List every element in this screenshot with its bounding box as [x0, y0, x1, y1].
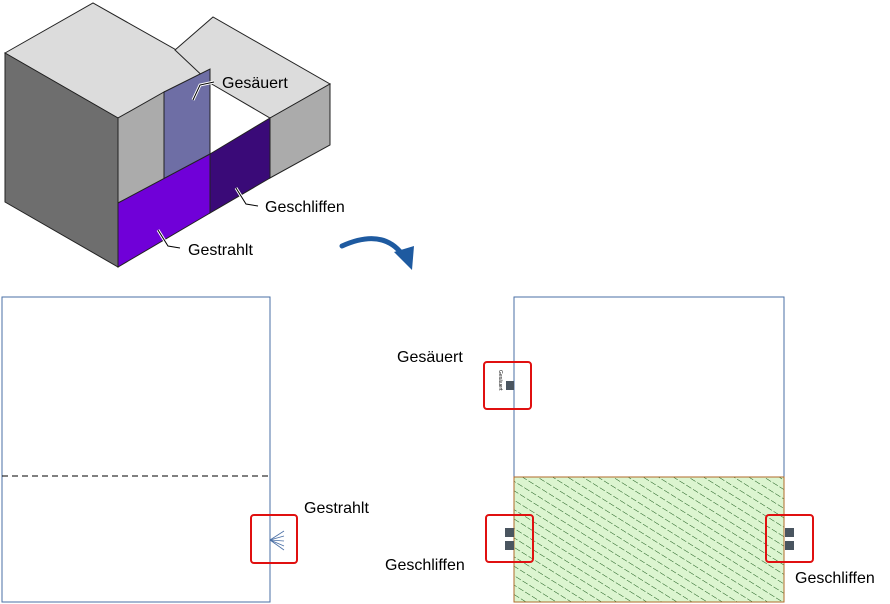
- label-geschliffen: Geschliffen: [265, 199, 345, 216]
- geschliffen-right-marker-top: [785, 528, 794, 537]
- geschliffen-right-highlight-box: [765, 514, 814, 563]
- left-drawing-frame: [1, 296, 271, 603]
- right-label-geschliffen-right: Geschliffen: [795, 570, 875, 587]
- geschliffen-left-marker-top: [505, 528, 514, 537]
- gesaeuert-highlight-box: [483, 361, 532, 410]
- gesaeuert-marker: [506, 381, 514, 390]
- geschliffen-left-marker-bottom: [505, 541, 514, 550]
- blast-symbol-icon: [269, 530, 285, 551]
- label-gestrahlt: Gestrahlt: [188, 242, 253, 259]
- curved-arrow-icon: [339, 236, 414, 270]
- left-callout-gestrahlt: Gestrahlt: [304, 500, 369, 517]
- geschliffen-right-marker-bottom: [785, 541, 794, 550]
- left-highlight-box: [250, 514, 298, 564]
- left-drawing: Gestrahlt: [1, 296, 369, 603]
- label-gesaeuert: Gesäuert: [222, 75, 288, 92]
- isometric-block: Gesäuert Geschliffen Gestrahlt: [3, 2, 345, 268]
- geschliffen-left-highlight-box: [485, 514, 534, 563]
- right-drawing: Gesäuert Gesäuert Geschliffen Geschliffe…: [385, 296, 875, 603]
- right-label-geschliffen-left: Geschliffen: [385, 557, 465, 574]
- surface-geschliffen: [209, 117, 271, 214]
- hatched-area: [513, 476, 785, 603]
- surface-gestrahlt: [117, 153, 211, 268]
- tiny-gesaeuert-label: Gesäuert: [497, 370, 503, 391]
- right-label-gesaeuert: Gesäuert: [397, 349, 463, 366]
